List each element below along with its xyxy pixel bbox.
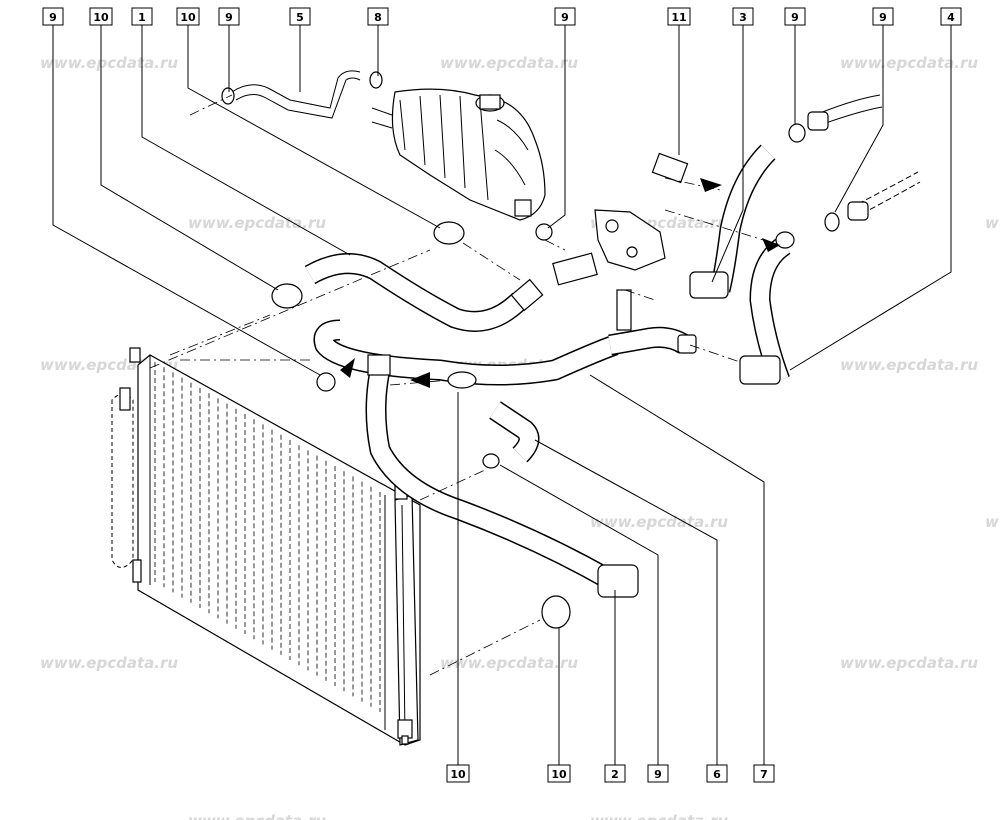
callout-label-4: 4 (940, 7, 962, 26)
callout-number: 8 (374, 11, 382, 24)
radiator (111, 347, 421, 746)
callout-label-9: 9 (554, 7, 576, 26)
callout-label-7: 7 (753, 764, 775, 783)
callout-number: 2 (611, 768, 619, 781)
callout-label-9: 9 (872, 7, 894, 26)
callout-label-10: 10 (176, 7, 200, 26)
callout-label-9: 9 (42, 7, 64, 26)
callout-number: 9 (225, 11, 233, 24)
hose-6 (489, 401, 540, 463)
hose-4 (739, 235, 791, 385)
callout-label-10: 10 (446, 764, 470, 783)
hose-1 (304, 253, 544, 332)
callout-number: 3 (739, 11, 747, 24)
callout-number: 9 (561, 11, 569, 24)
watermark: www.epcdata.ru (188, 812, 326, 820)
callout-number: 9 (49, 11, 57, 24)
watermark: www.epcdata.ru (590, 812, 728, 820)
callout-number: 9 (791, 11, 799, 24)
callout-number: 10 (93, 11, 109, 24)
watermark: www.epcdata.ru (840, 654, 978, 672)
callout-label-3: 3 (732, 7, 754, 26)
callout-label-10: 10 (89, 7, 113, 26)
callout-label-9: 9 (218, 7, 240, 26)
callout-number: 4 (947, 11, 955, 24)
callout-label-5: 5 (289, 7, 311, 26)
callout-number: 7 (760, 768, 768, 781)
watermark: www.epcdata.ru (440, 654, 578, 672)
hoses-engine-side (807, 94, 921, 221)
callouts-bottom: 10 10 2 9 6 7 (446, 764, 775, 783)
callout-number: 1 (138, 11, 146, 24)
callout-number: 11 (671, 11, 686, 24)
watermark: www.epcdata.ru (840, 54, 978, 72)
callout-label-2: 2 (604, 764, 626, 783)
callout-number: 6 (713, 768, 721, 781)
callout-label-9: 9 (647, 764, 669, 783)
callout-label-9: 9 (784, 7, 806, 26)
callout-number: 9 (654, 768, 662, 781)
hose-7 (313, 289, 697, 386)
watermark: www.epcdata.ru (985, 214, 1000, 232)
callout-number: 9 (879, 11, 887, 24)
callout-label-6: 6 (706, 764, 728, 783)
watermark: www.epcdata.ru (188, 214, 326, 232)
watermark: www.epcdata.ru (590, 513, 728, 531)
callouts-top: 9 10 1 10 9 5 8 9 (42, 7, 962, 26)
assembly-arrows (340, 178, 780, 388)
callout-label-11: 11 (667, 7, 691, 26)
leader-lines (52, 25, 952, 765)
callout-number: 10 (180, 11, 196, 24)
watermark: www.epcdata.ru (985, 513, 1000, 531)
callout-number: 10 (450, 768, 466, 781)
thermostat-housing (552, 209, 666, 286)
expansion-tank (371, 88, 546, 221)
watermark: www.epcdata.ru (840, 356, 978, 374)
callout-label-8: 8 (367, 7, 389, 26)
hose-5 (231, 70, 361, 119)
radiator-fins (154, 362, 381, 712)
watermarks: www.epcdata.ru www.epcdata.ru www.epcdat… (40, 54, 1000, 820)
callout-label-10: 10 (547, 764, 571, 783)
watermark: www.epcdata.ru (40, 654, 178, 672)
callout-label-1: 1 (131, 7, 153, 26)
watermark: www.epcdata.ru (440, 54, 578, 72)
callout-number: 5 (296, 11, 304, 24)
watermark: www.epcdata.ru (40, 54, 178, 72)
hose-2 (365, 354, 639, 598)
callout-number: 10 (551, 768, 567, 781)
